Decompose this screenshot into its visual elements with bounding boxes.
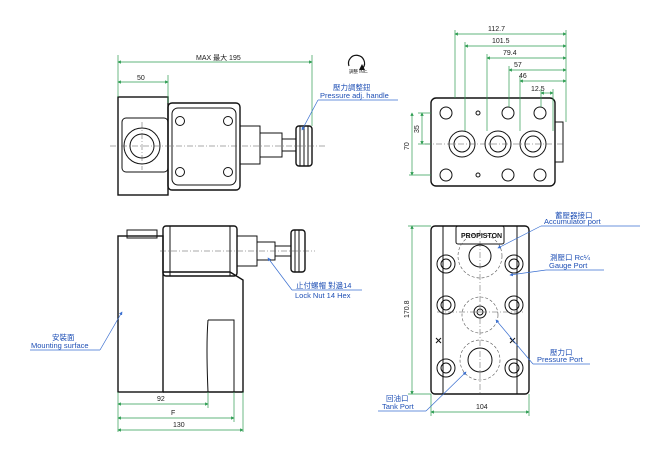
dim-57-label: 57 [514,62,522,69]
pressure-port-en: Pressure Port [537,355,584,364]
rotation-arrow-icon [347,54,366,70]
dim-1015-label: 101.5 [492,38,510,45]
dim-70-label: 70 [404,142,411,150]
locknut-cn: 止付螺帽 對邊14 [296,280,351,290]
brand-label: PROPISTON [461,233,502,240]
pressure-handle-en: Pressure adj. handle [320,91,389,100]
top-view [425,97,565,187]
port-view [430,225,530,395]
dim-130-label: 130 [173,422,185,429]
dim-794-label: 79.4 [503,50,517,57]
dim-35-label: 35 [414,125,421,133]
accum-cn: 蓄壓器接口 [555,210,593,220]
dim-1708-label: 170.8 [404,300,411,318]
locknut-en: Lock Nut 14 Hex [295,291,351,300]
mounting-cn: 安裝面 [52,332,75,342]
mounting-en: Mounting surface [31,341,89,350]
gauge-en: Gauge Port [549,261,588,270]
dim-104-label: 104 [476,404,488,411]
dim-max-label: MAX 最大 195 [196,53,241,62]
rotation-label: 調整 INC. [349,68,368,75]
dim-92-label: 92 [157,396,165,403]
gauge-cn: 測壓口 Rc¼ [550,252,591,262]
dim-50-label: 50 [137,75,145,82]
pressure-handle-cn: 壓力調整鈕 [333,82,371,92]
tank-port-en: Tank Port [382,402,415,411]
dim-f-label: F [171,410,175,417]
accum-en: Accumulator port [544,217,602,226]
dim-1127-label: 112.7 [488,26,505,33]
side-view [117,225,315,393]
tank-port-cn: 回油口 [386,393,409,403]
dim-125-label: 12.5 [531,86,545,93]
dim-46-label: 46 [519,73,527,80]
front-view [110,96,325,196]
pressure-port-cn: 壓力口 [550,347,573,357]
